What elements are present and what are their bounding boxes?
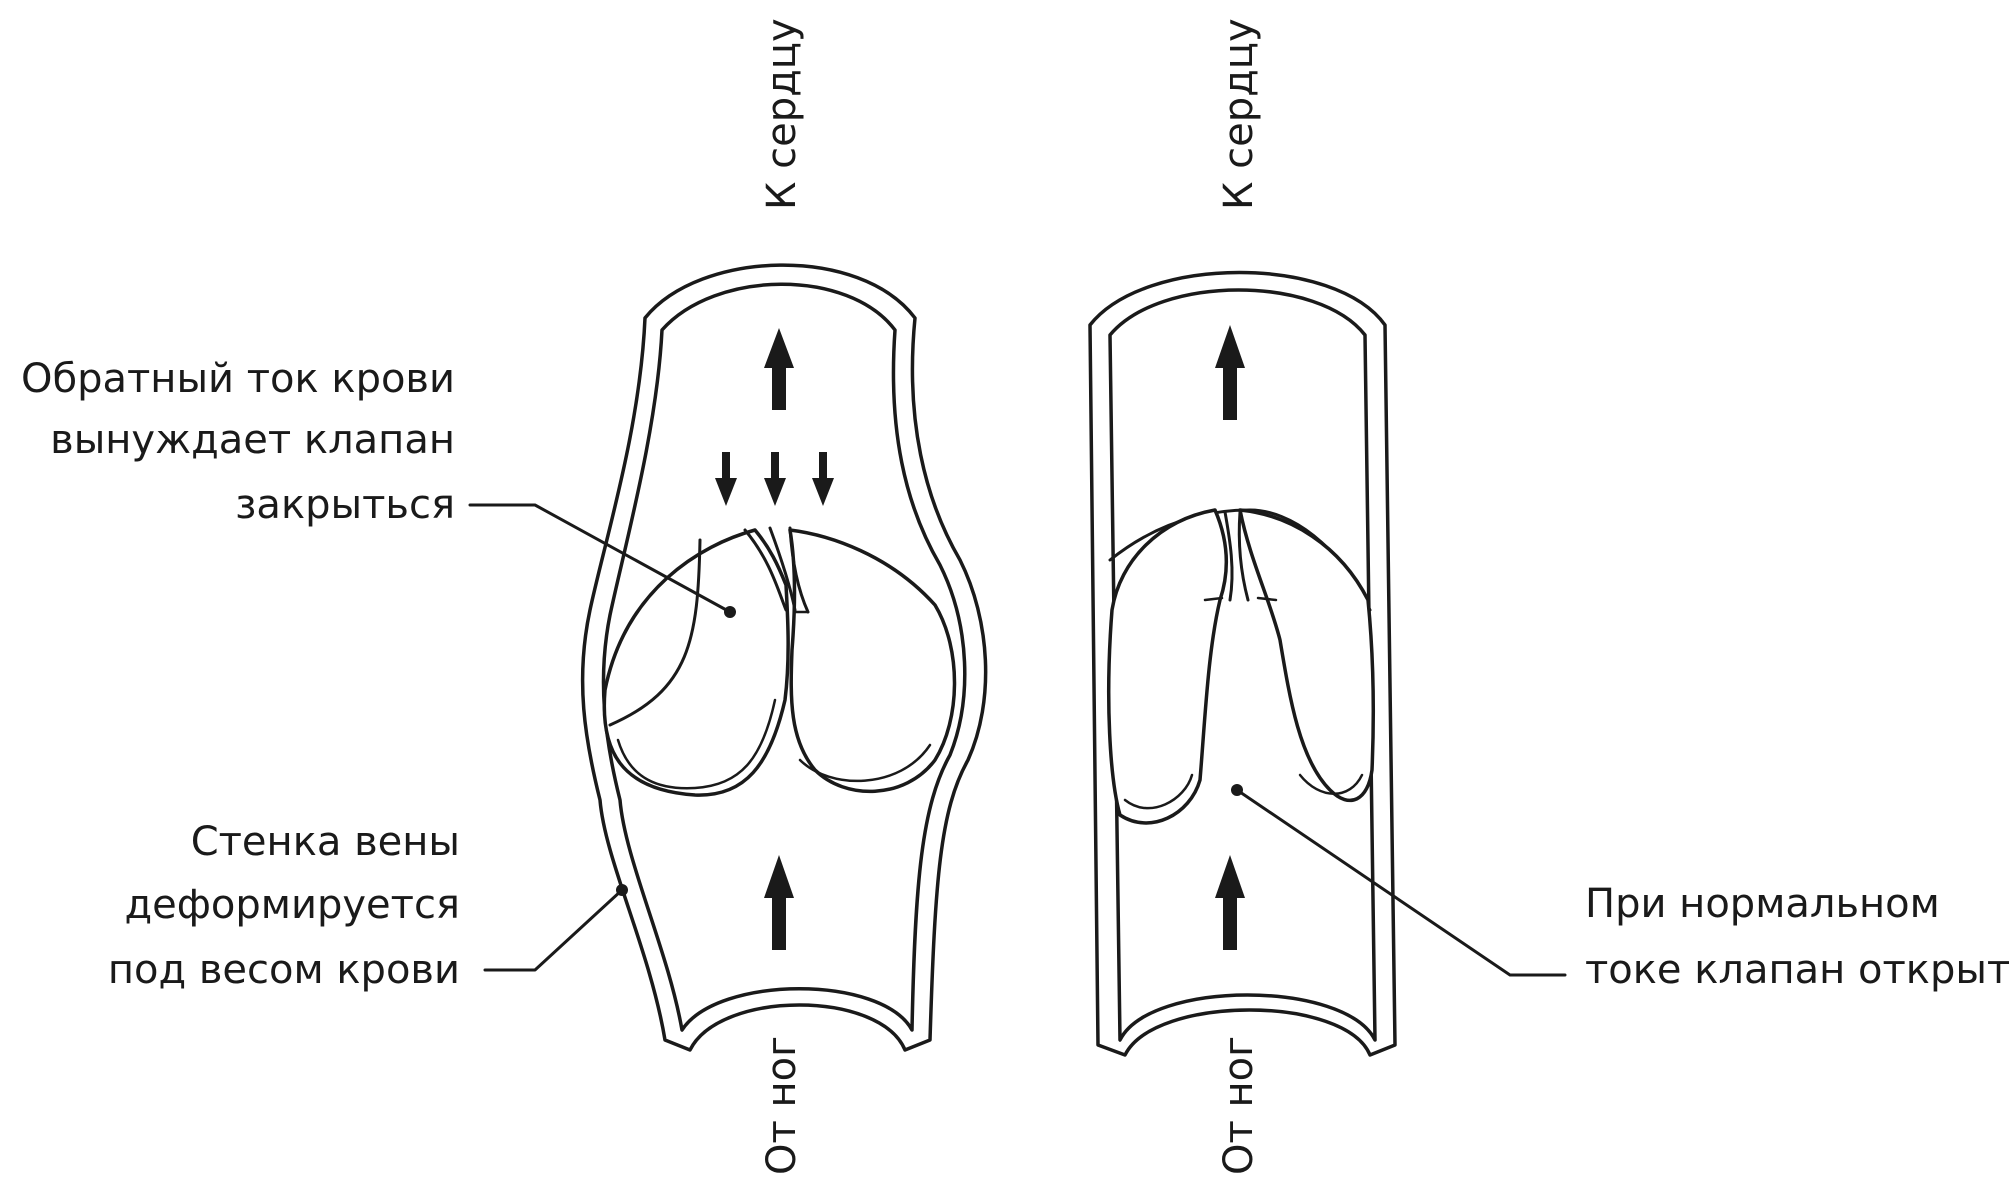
- left-vein-cusp-left: [602, 528, 790, 797]
- svg-text:вынуждает клапан: вынуждает клапан: [50, 417, 455, 463]
- backflow-leader-line: [468, 503, 732, 614]
- right-from-legs-label: От ног: [1216, 1036, 1262, 1175]
- svg-text:Стенка вены: Стенка вены: [191, 819, 460, 865]
- right-vein-cusp-right: [1238, 508, 1375, 803]
- svg-text:Обратный ток крови: Обратный ток крови: [21, 356, 455, 402]
- wall-callout: Стенка вены деформируется под весом кров…: [108, 819, 460, 993]
- left-vein-closed-valve: [580, 263, 988, 1052]
- svg-text:токе клапан открыт: токе клапан открыт: [1585, 947, 2010, 993]
- left-vein-wall: [580, 263, 988, 1052]
- right-vein-upflow-arrow-bottom: [1215, 855, 1245, 950]
- left-vein-upflow-arrow-bottom: [764, 855, 794, 950]
- left-vein-backflow-arrows: [715, 452, 834, 506]
- left-vein-cusp-right: [788, 528, 957, 794]
- right-vein-upflow-arrow-top: [1215, 325, 1245, 420]
- svg-text:закрыться: закрыться: [235, 482, 455, 528]
- right-vein-cusp-left: [1106, 508, 1229, 825]
- right-vein-wall: [1088, 270, 1397, 1057]
- left-from-legs-label: От ног: [759, 1036, 805, 1175]
- svg-text:При нормальном: При нормальном: [1585, 881, 1940, 927]
- svg-text:под весом крови: под весом крови: [108, 947, 460, 993]
- normal-leader-line: [1235, 788, 1567, 977]
- left-to-heart-label: К сердцу: [759, 18, 805, 210]
- wall-leader-line: [483, 888, 624, 972]
- right-to-heart-label: К сердцу: [1216, 18, 1262, 210]
- normal-callout: При нормальном токе клапан открыт: [1585, 881, 2010, 993]
- right-vein-open-valve: [1088, 270, 1397, 1057]
- svg-text:деформируется: деформируется: [124, 882, 460, 928]
- left-vein-upflow-arrow-top: [764, 328, 794, 410]
- backflow-callout: Обратный ток крови вынуждает клапан закр…: [21, 356, 455, 528]
